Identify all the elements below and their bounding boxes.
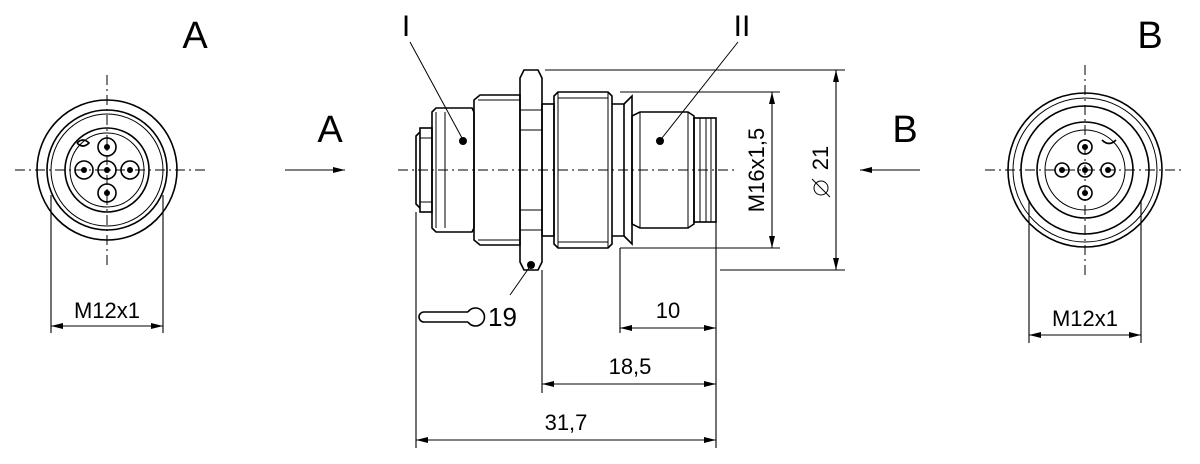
dim-31-7: 31,7	[545, 410, 588, 435]
part-label-2: II	[734, 10, 751, 43]
part-label-1: I	[402, 10, 410, 43]
view-a-label: A	[182, 15, 208, 57]
arrow-a-label: A	[317, 109, 343, 151]
pins-b	[1054, 139, 1116, 201]
diameter-icon	[811, 178, 831, 198]
view-b-label: B	[1137, 15, 1162, 57]
wrench-size: 19	[488, 302, 517, 332]
view-arrow-b: B	[860, 109, 920, 173]
arrow-b-label: B	[892, 109, 917, 151]
end-view-b: B M12x1	[985, 15, 1185, 343]
thread-dim-m16: M16x1,5	[744, 128, 769, 212]
dim-18-5: 18,5	[609, 354, 652, 379]
dim-10: 10	[656, 298, 680, 323]
thread-label-b: M12x1	[1052, 306, 1118, 331]
view-arrow-a: A	[285, 109, 345, 173]
diameter-dim: 21	[808, 146, 833, 170]
pin-sockets-a	[74, 137, 140, 203]
side-view: I II 19 M16x1,5 21	[398, 10, 845, 448]
wrench-icon	[418, 307, 486, 327]
end-view-a: A M12x1	[15, 15, 208, 333]
thread-label-a: M12x1	[74, 298, 140, 323]
